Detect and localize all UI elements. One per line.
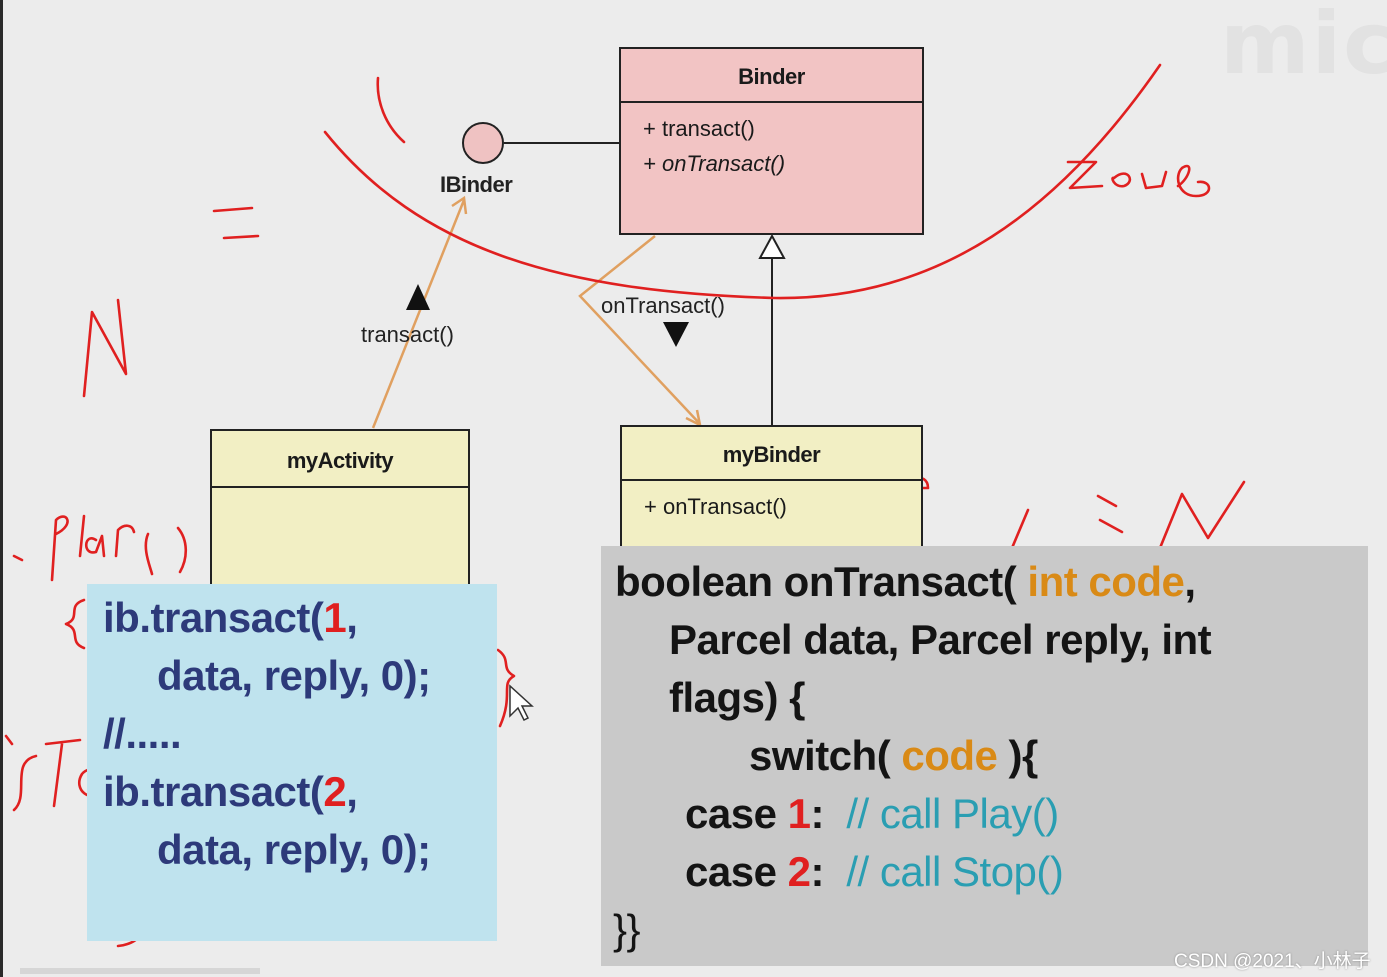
case-1-number: 1 (787, 790, 811, 837)
transact-call-2: ib.transact( (103, 768, 324, 815)
myactivity-class-box: myActivity (210, 429, 470, 589)
tick-mark (376, 76, 406, 144)
binder-class-title: Binder (621, 49, 922, 103)
signature-comma: , (1184, 558, 1196, 605)
service-code-line-3: flags) { (669, 674, 806, 721)
ibinder-label: IBinder (440, 172, 513, 197)
service-case-1: case 1: // call Play() (685, 790, 1059, 838)
service-code-line-4: switch( code ){ (749, 732, 1038, 780)
myactivity-class-title: myActivity (212, 431, 468, 488)
ontransact-call-line (578, 235, 701, 425)
client-code-panel: ib.transact(1, data, reply, 0); //..... … (87, 584, 497, 941)
ontransact-edge-label: onTransact() (601, 293, 725, 318)
service-code-line-1: boolean onTransact( int code, (615, 558, 1196, 606)
transact-comma-1: , (346, 594, 358, 641)
transact-call-1: ib.transact( (103, 594, 324, 641)
case-2-keyword: case (685, 848, 788, 895)
client-code-line-4: ib.transact(2, (103, 768, 358, 816)
n-mark-left (82, 298, 128, 398)
case-2-colon: : (810, 848, 824, 895)
client-code-line-3: //..... (103, 710, 182, 757)
int-code-param: int code (1027, 558, 1185, 605)
mybinder-class-title: myBinder (622, 427, 921, 481)
client-code-line-5: data, reply, 0); (157, 826, 431, 873)
transact-call-line (371, 199, 466, 429)
left-window-edge (0, 0, 3, 977)
case-2-number: 2 (787, 848, 811, 895)
process-boundary-curve (323, 63, 1162, 300)
switch-keyword: switch( (749, 732, 902, 779)
transact-code-1: 1 (323, 594, 347, 641)
transact-comma-2: , (346, 768, 358, 815)
bottom-edge-smudge (20, 968, 260, 974)
service-code-line-2: Parcel data, Parcel reply, int (669, 616, 1212, 663)
binder-op-transact: + transact() (643, 116, 755, 141)
play-label (12, 514, 188, 582)
binder-operations: + transact() + onTransact() (621, 103, 922, 181)
case-1-colon: : (810, 790, 824, 837)
client-code-line-1: ib.transact(1, (103, 594, 358, 642)
one-to-n-mark (1010, 480, 1246, 550)
inheritance-arrowhead (758, 233, 786, 259)
transact-code-2: 2 (323, 768, 347, 815)
service-case-2: case 2: // call Stop() (685, 848, 1064, 896)
transact-call-arrowhead (451, 195, 468, 215)
case-1-comment: // call Play() (846, 790, 1059, 837)
case-1-keyword: case (685, 790, 788, 837)
ontransact-direction-marker (663, 322, 689, 347)
csdn-watermark: CSDN @2021、小林子 (1174, 951, 1371, 972)
service-code-close: }} (613, 906, 641, 953)
binder-op-ontransact: + onTransact() (643, 151, 786, 176)
transact-edge-label: transact() (361, 322, 454, 347)
faded-logo-watermark: mic (1220, 0, 1387, 94)
mybinder-op-ontransact: + onTransact() (644, 494, 787, 519)
client-code-line-2: data, reply, 0); (157, 652, 431, 699)
ontransact-signature: boolean onTransact( (615, 558, 1028, 605)
mybinder-operations: + onTransact() (622, 481, 921, 524)
ibinder-interface-circle (462, 122, 504, 164)
switch-code-var: code (901, 732, 998, 779)
brace-right-1 (496, 648, 516, 728)
mybinder-class-box: myBinder + onTransact() (620, 425, 923, 550)
zooe-label (1066, 160, 1211, 198)
switch-open: ){ (997, 732, 1039, 779)
brace-left-1 (64, 598, 86, 650)
service-code-panel: boolean onTransact( int code, Parcel dat… (601, 546, 1368, 966)
mouse-cursor-icon (509, 684, 534, 722)
binder-class-box: Binder + transact() + onTransact() (619, 47, 924, 235)
transact-direction-marker (406, 284, 430, 310)
case-2-comment: // call Stop() (846, 848, 1064, 895)
equals-mark (212, 206, 260, 240)
